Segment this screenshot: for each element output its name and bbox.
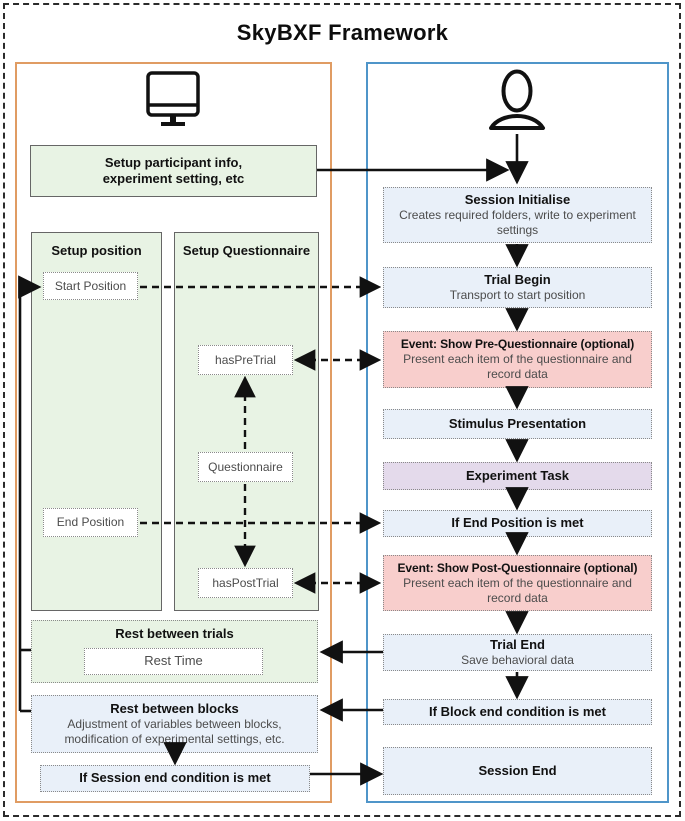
node-trial-begin: Trial Begin Transport to start position: [383, 267, 652, 308]
node-setup-participant-info: Setup participant info, experiment setti…: [30, 145, 317, 197]
node-rest-time: Rest Time: [84, 648, 263, 675]
node-experiment-task: Experiment Task: [383, 462, 652, 490]
page-title: SkyBXF Framework: [236, 20, 449, 45]
group-setup-questionnaire: Setup Questionnaire: [174, 232, 319, 611]
group-setup-questionnaire-title: Setup Questionnaire: [182, 243, 311, 258]
node-pre-questionnaire-event: Event: Show Pre-Questionnaire (optional)…: [383, 331, 652, 388]
node-questionnaire: Questionnaire: [198, 452, 293, 482]
node-start-position: Start Position: [43, 272, 138, 300]
person-icon: [487, 66, 547, 134]
node-end-position: End Position: [43, 508, 138, 537]
node-stimulus-presentation: Stimulus Presentation: [383, 409, 652, 439]
node-session-initialise: Session Initialise Creates required fold…: [383, 187, 652, 243]
monitor-icon: [141, 68, 205, 132]
node-session-end: Session End: [383, 747, 652, 795]
user-panel: [366, 62, 669, 803]
node-rest-between-blocks: Rest between blocks Adjustment of variab…: [31, 695, 318, 753]
node-has-pre-trial: hasPreTrial: [198, 345, 293, 375]
group-setup-position-title: Setup position: [51, 243, 142, 258]
node-session-end-check: If Session end condition is met: [40, 765, 310, 792]
computer-panel: [15, 62, 332, 803]
node-trial-end: Trial End Save behavioral data: [383, 634, 652, 671]
node-has-post-trial: hasPostTrial: [198, 568, 293, 598]
node-end-position-check: If End Position is met: [383, 510, 652, 537]
rest-between-trials-title: Rest between trials: [115, 626, 234, 641]
node-post-questionnaire-event: Event: Show Post-Questionnaire (optional…: [383, 555, 652, 611]
node-block-end-check: If Block end condition is met: [383, 699, 652, 725]
